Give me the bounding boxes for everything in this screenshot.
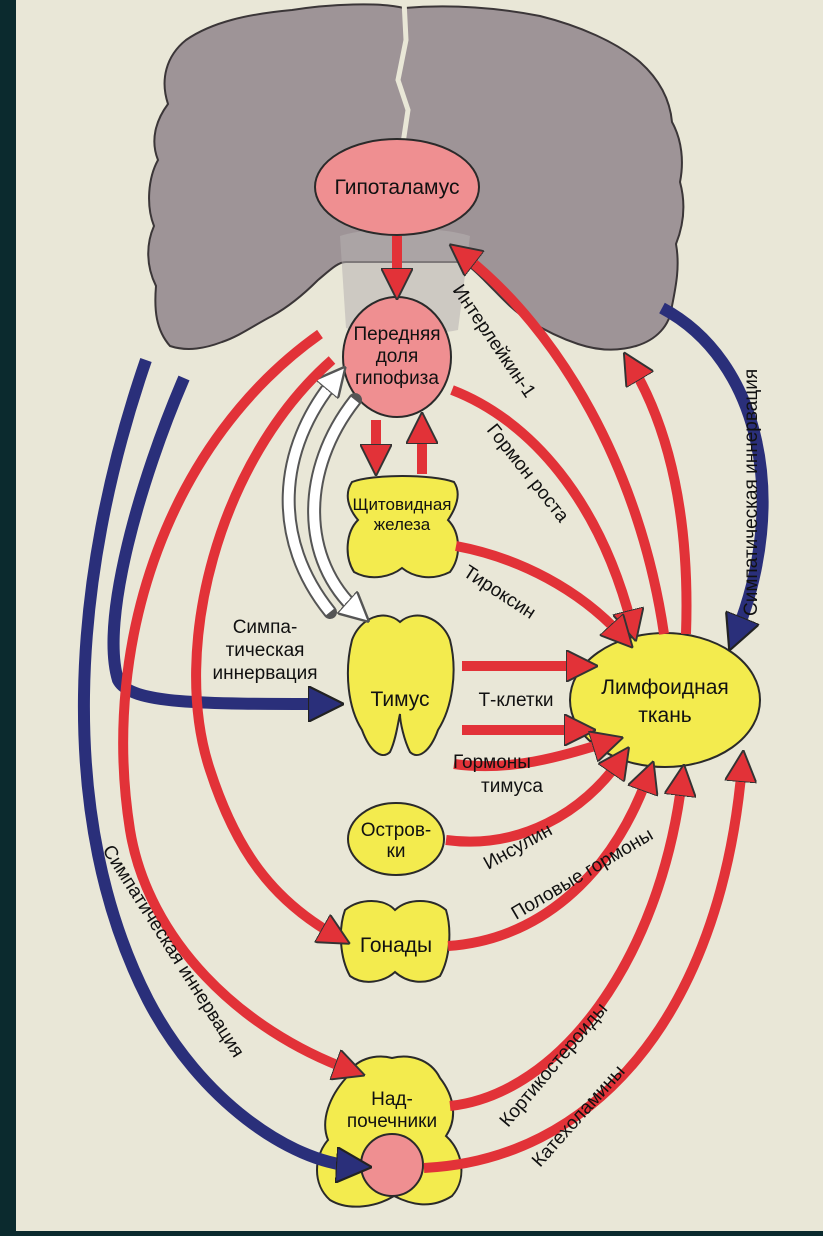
hypothalamus-label: Гипоталамус (335, 176, 460, 199)
symp-innervation-right-label: Симпатическая иннервация (741, 369, 762, 616)
thymus-hormones-label-line2: тимуса (481, 776, 543, 797)
adrenal-medulla (361, 1134, 423, 1196)
symp-innervation-left-line3: иннервация (213, 663, 318, 684)
adrenals-label-line1: Над- (371, 1089, 413, 1110)
pituitary-label-line3: гипофиза (355, 368, 439, 389)
thyroid-label-line2: железа (374, 515, 431, 534)
pituitary-label-line2: доля (376, 346, 419, 367)
gonads-label: Гонады (360, 934, 432, 957)
islets-label-line1: Остров- (361, 820, 432, 841)
islets-label-line2: ки (387, 841, 406, 862)
left-frame-strip (0, 0, 16, 1231)
adrenals-label-line2: почечники (347, 1111, 437, 1132)
symp-innervation-left-line2: тическая (226, 640, 305, 661)
symp-innervation-left-line1: Симпа- (233, 617, 298, 638)
thymus-hormones-label-line1: Гормоны (453, 752, 531, 773)
t-cells-label: Т-клетки (478, 690, 553, 711)
lymphoid-label-line2: ткань (638, 704, 692, 727)
pituitary-label-line1: Передняя (353, 324, 440, 345)
lymphoid-label-line1: Лимфоидная (601, 676, 729, 699)
thyroid-label-line1: Щитовидная (353, 495, 452, 514)
thymus-label: Тимус (370, 688, 429, 711)
